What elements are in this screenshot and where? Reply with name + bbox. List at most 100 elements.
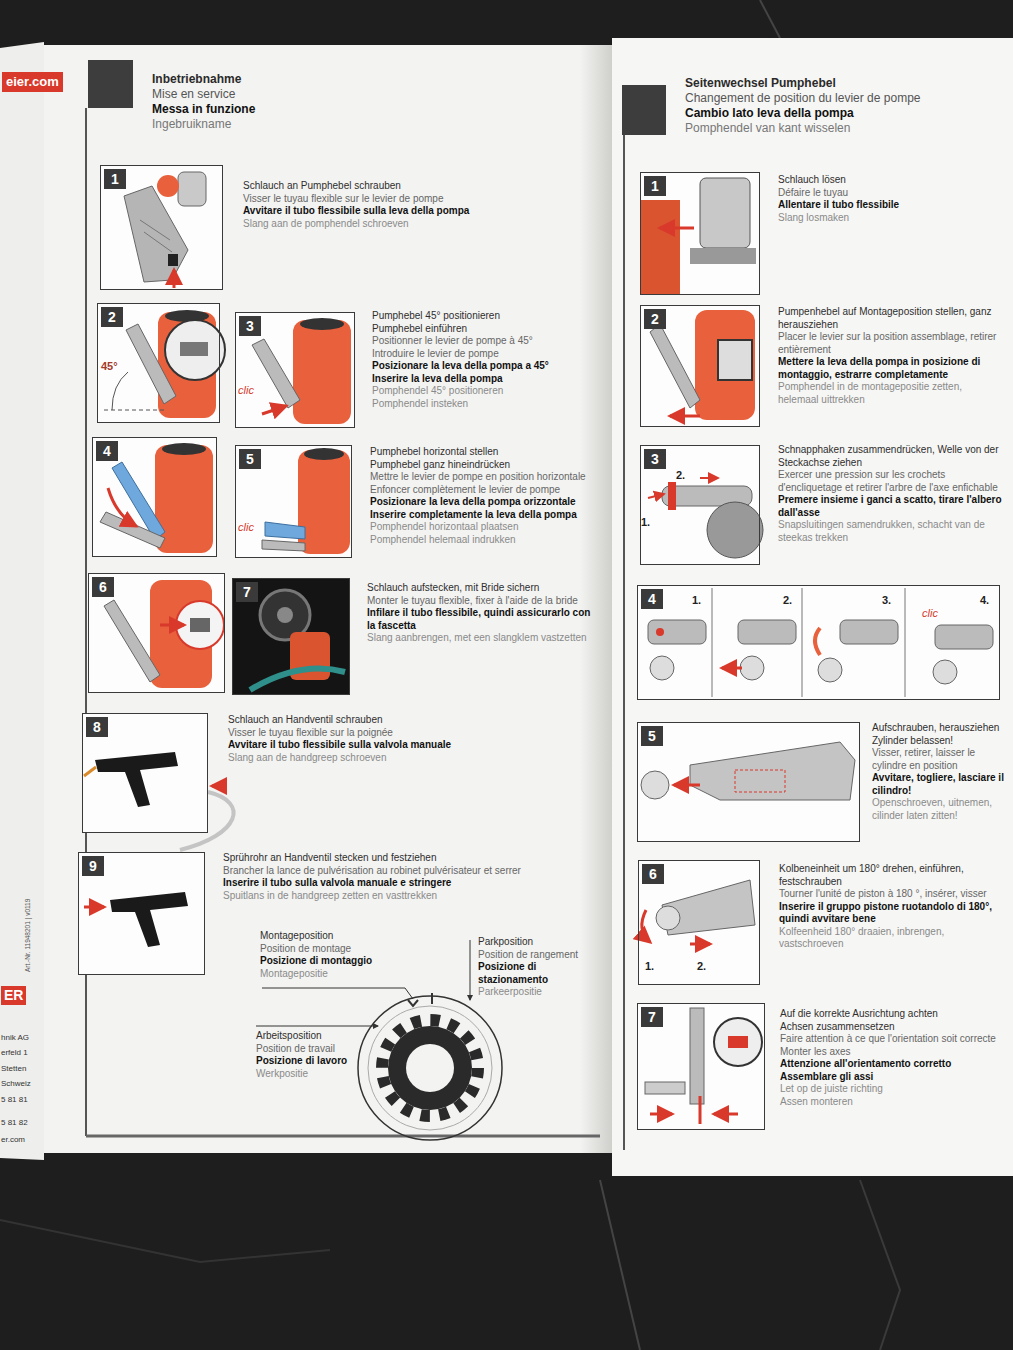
instruction-text: Pomphendel horizontaal plaatsen [370,521,600,534]
label-holder: Stetten [1,1057,26,1075]
heading-block: Seitenwechsel PumphebelChangement de pos… [685,76,1007,136]
address-line: hnik AG [1,1033,29,1043]
label-holder: 45° [101,356,118,374]
instruction-group: Pumpenhebel auf Montageposition stellen,… [778,306,1003,406]
label-holder: eier.com [2,72,63,92]
section-heading: Pomphendel van kant wisselen [685,121,1007,136]
step-panel: 8 [82,713,208,833]
instruction-text: Premere insieme i ganci a scatto, tirare… [778,494,1003,519]
instruction-text: Sprührohr an Handventil stecken und fest… [223,852,593,865]
sub-step-number: 1. [692,594,701,607]
instruction-text: Schlauch lösen [778,174,1003,187]
instruction-text: Pomphendel in de montagepositie zetten, … [778,381,1003,406]
step-number: 2 [644,309,666,329]
instruction-text: Slang losmaken [778,212,1003,225]
instruction-text: Schlauch aufstecken, mit Bride sichern [367,582,595,595]
instruction-text: Introduire le levier de pompe [372,348,600,361]
step-number: 6 [92,577,114,597]
instruction-text: Assen monteren [780,1096,1005,1109]
instruction-text: Snapsluitingen samendrukken, schacht van… [778,519,1003,544]
instruction-text: Inserire la leva della pompa [372,373,600,386]
instruction-text: Pomphendel helemaal indrukken [370,534,600,547]
article-number: Art.-Nr. 11948201 | v0119 [24,899,32,972]
sub-step-number: 2. [783,594,792,607]
step-number: 9 [82,856,104,876]
instruction-text: Pumphebel 45° positionieren [372,310,600,323]
step-number: 4 [641,589,663,609]
instruction-text: Posizione di lavoro [256,1055,374,1068]
label-holder: 1. [692,590,701,608]
label-holder: 4. [980,590,989,608]
instruction-text: Parkposition [478,936,608,949]
step-panel: 7 [232,578,350,695]
address-line: Schweiz [1,1079,31,1089]
instruction-text: Avvitare il tubo flessibile sulla valvol… [228,739,568,752]
step-panel: 5 [235,445,352,558]
instruction-text: Positionner le levier de pompe à 45° [372,335,600,348]
instruction-group: ParkpositionPosition de rangementPosizio… [478,936,608,999]
instruction-text: Slang aanbrengen, met een slangklem vast… [367,632,595,645]
instruction-text: Attenzione all'orientamento corretto [780,1058,1005,1071]
instruction-group: MontagepositionPosition de montagePosizi… [260,930,410,980]
instruction-text: Schlauch an Pumphebel schrauben [243,180,573,193]
step-panel: 2 [640,305,760,427]
label-holder: clic [238,380,254,398]
heading-block: InbetriebnahmeMise en serviceMessa in fu… [152,72,604,132]
instruction-text: Slang aan de handgreep schroeven [228,752,568,765]
angle-label: 45° [101,360,118,373]
instruction-text: Monter le tuyau flexible, fixer à l'aide… [367,595,595,608]
step-panel: 4 [92,437,217,557]
brand-tab: eier.com [2,72,63,92]
instruction-text: Brancher la lance de pulvérisation au ro… [223,865,593,878]
step-number: 5 [641,726,663,746]
position-dial [256,940,502,1140]
instruction-text: Aufschrauben, herausziehen Zylinder bela… [872,722,1008,747]
section-heading: Changement de position du levier de pomp… [685,91,1007,106]
step-number: 7 [236,582,258,602]
instruction-text: Allentare il tubo flessibile [778,199,1003,212]
instruction-text: Kolfeenheid 180° draaien, inbrengen, vas… [779,926,1004,951]
label-holder: 1. [645,956,654,974]
click-label: clic [238,521,254,534]
instruction-text: Exercer une pression sur les crochets d'… [778,469,1003,494]
instruction-text: Auf die korrekte Ausrichtung achten [780,1008,1005,1021]
instruction-text: Montagepositie [260,968,410,981]
instruction-text: Spuitlans in de handgreep zetten en vast… [223,890,593,903]
label-holder: erfeld 1 [1,1041,28,1059]
instruction-text: Mettre le levier de pompe en position ho… [370,471,600,484]
instruction-group: Schlauch aufstecken, mit Bride sichernMo… [367,582,595,645]
instruction-text: Pumphebel ganz hineindrücken [370,459,600,472]
step-panel: 3 [235,312,355,428]
instruction-text: Visser le tuyau flexible sur le levier d… [243,193,573,206]
step-number: 3 [239,316,261,336]
web-address: er.com [1,1135,25,1145]
label-holder: 1. [641,512,650,530]
instruction-group: Schlauch an Pumphebel schraubenVisser le… [243,180,573,230]
instruction-text: Let op de juiste richting [780,1083,1005,1096]
instruction-text: Avvitare, togliere, lasciare il cilindro… [872,772,1008,797]
instruction-text: Faire attention à ce que l'orientation s… [780,1033,1005,1046]
step-panel: 9 [78,852,205,975]
instruction-text: Schlauch an Handventil schrauben [228,714,568,727]
label-holder: clic [922,603,938,621]
instruction-group: Pumphebel horizontal stellenPumphebel ga… [370,446,600,546]
section-heading: Inbetriebnahme [152,72,604,87]
label-holder: 2. [697,956,706,974]
label-holder: 2. [783,590,792,608]
section-heading: Seitenwechsel Pumphebel [685,76,1007,91]
instruction-text: Infilare il tubo flessibile, quindi assi… [367,607,595,632]
instruction-text: Mettere la leva della pompa in posizione… [778,356,1003,381]
instruction-group: ArbeitspositionPosition de travailPosizi… [256,1030,374,1080]
step-number: 1 [644,176,666,196]
instruction-text: Arbeitsposition [256,1030,374,1043]
instruction-text: Inserire il tubo sulla valvola manuale e… [223,877,593,890]
label-holder: 5 81 82 [1,1111,28,1129]
instruction-group: Schnapphaken zusammendrücken, Welle von … [778,444,1003,544]
sub-step-number: 3. [882,594,891,607]
instruction-text: Slang aan de pomphendel schroeven [243,218,573,231]
instruction-text: Montageposition [260,930,410,943]
instruction-text: Posizionare la leva della pompa a 45° [372,360,600,373]
instruction-text: Pumpenhebel auf Montageposition stellen,… [778,306,1003,331]
label-holder: clic [238,517,254,535]
label-holder: 3. [882,590,891,608]
